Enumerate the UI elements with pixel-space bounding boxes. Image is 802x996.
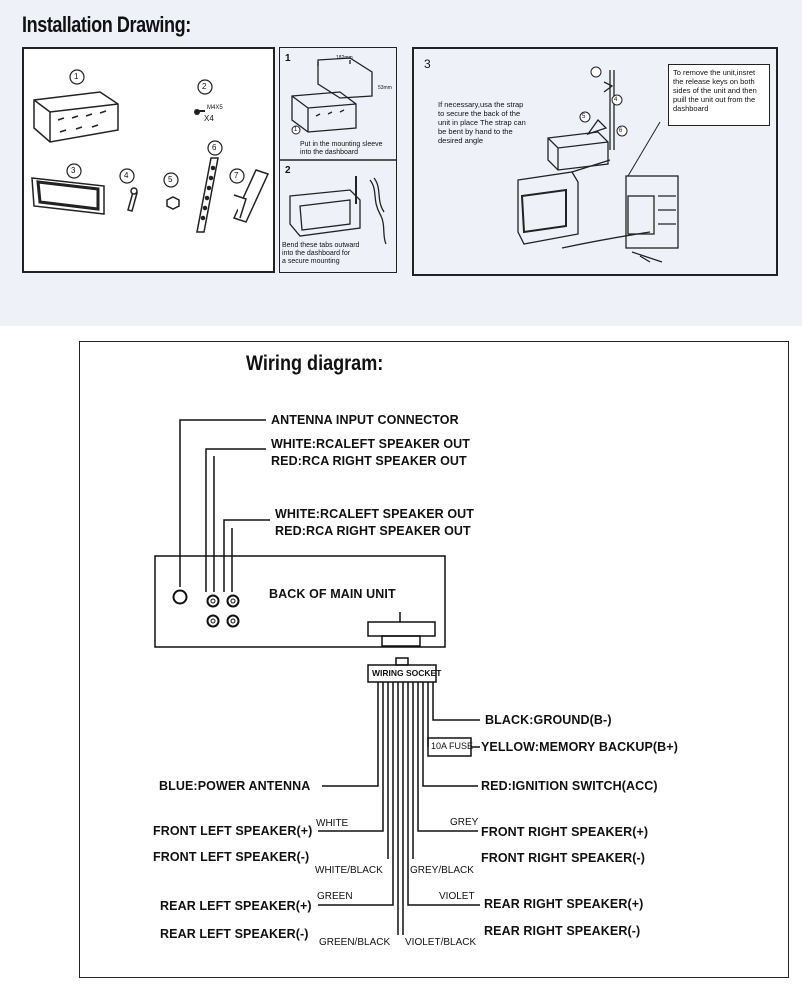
front-right-pos-label: FRONT RIGHT SPEAKER(+) (481, 825, 649, 839)
trim-frame-illustration (31, 177, 105, 215)
nut-illustration (166, 196, 180, 210)
front-left-neg-label: FRONT LEFT SPEAKER(-) (153, 850, 310, 864)
screw-size-label: M4X5 (207, 105, 223, 111)
panel3-callout-6: 6 (619, 128, 623, 134)
callout-3: 3 (71, 166, 76, 175)
blue-wire (322, 682, 379, 787)
rear-left-pos-label: REAR LEFT SPEAKER(+) (160, 899, 312, 913)
wire-grey-label: GREY (450, 817, 479, 828)
mounting-sleeve-illustration (33, 91, 119, 143)
wire-violet-label: VIOLET (439, 891, 475, 902)
strap-illustration (196, 157, 219, 233)
step-2-caption-line1: Bend these tabs outward (282, 242, 360, 249)
back-of-unit-label: BACK OF MAIN UNIT (269, 587, 396, 601)
callout-7: 7 (234, 171, 239, 180)
wire-green-black-label: GREEN/BLACK (319, 937, 391, 948)
front-left-pos-label: FRONT LEFT SPEAKER(+) (153, 824, 313, 838)
wire-white-label: WHITE (316, 818, 349, 829)
antenna-label: ANTENNA INPUT CONNECTOR (271, 413, 459, 427)
panel3-callout-5: 5 (582, 114, 586, 120)
callout-2: 2 (202, 82, 207, 91)
release-key-detail (625, 175, 679, 263)
fuse-box (427, 737, 472, 757)
strap-note-line3: unit in place The strap can (438, 118, 526, 127)
wiring-socket-label: WIRING SOCKET (372, 668, 442, 678)
antenna-jack (172, 589, 188, 605)
installation-title: Installation Drawing: (22, 12, 191, 37)
strap-note-line1: If necessary,usa the strap (438, 100, 524, 109)
step-1-caption-line1: Put in the mounting sleeve (300, 141, 383, 148)
rear-right-pos-label: REAR RIGHT SPEAKER(+) (484, 897, 644, 911)
remove-note-line1: To remove the unit,insret (673, 68, 756, 77)
step-2-caption-line2: into the dashboard for (282, 250, 351, 257)
dimension-width: 182mm (336, 55, 353, 61)
blue-antenna-label: BLUE:POWER ANTENNA (159, 779, 311, 793)
grey-wire (417, 682, 478, 832)
release-keys-illustration (232, 169, 270, 223)
strap-mounting-illustration (517, 70, 651, 249)
rca1-red-label: RED:RCA RIGHT SPEAKER OUT (271, 454, 467, 468)
remove-note-line5: dashboard (673, 104, 709, 113)
callout-6: 6 (212, 143, 217, 152)
white-wire (318, 682, 384, 832)
main-unit-box (154, 555, 446, 648)
callout-4: 4 (124, 171, 129, 180)
remove-note-line4: puill the unit out from the (673, 95, 756, 104)
dimension-height: 53mm (378, 85, 392, 91)
bend-tabs-illustration (289, 176, 387, 245)
step-2-caption-line3: a secure mounting (282, 258, 340, 265)
callout-1: 1 (74, 72, 79, 81)
strap-note-line2: to secure the back of the (438, 109, 521, 118)
rear-left-neg-label: REAR LEFT SPEAKER(-) (160, 927, 309, 941)
violet-wire (407, 682, 480, 906)
rca2-wire (223, 519, 270, 592)
rca2-red-label: RED:RCA RIGHT SPEAKER OUT (275, 524, 471, 538)
wire-white-black-label: WHITE/BLACK (315, 865, 383, 876)
front-right-neg-label: FRONT RIGHT SPEAKER(-) (481, 851, 645, 865)
rca2-white-label: WHITE:RCALEFT SPEAKER OUT (275, 507, 475, 521)
rca1-wire (205, 448, 266, 592)
step-1-callout: 1 (294, 127, 298, 133)
step-1-caption-line2: into the dashboard (300, 149, 358, 156)
fuse-label: 10A FUSE (431, 741, 474, 751)
step-1-number: 1 (285, 53, 291, 64)
screw-qty-label: X4 (204, 114, 214, 123)
remove-note-box (668, 64, 770, 126)
callout-5: 5 (168, 175, 173, 184)
wire-green-label: GREEN (317, 891, 353, 902)
red-ignition-label: RED:IGNITION SWITCH(ACC) (481, 779, 658, 793)
step-2-number: 2 (285, 165, 291, 176)
remove-note-line2: the release keys on both (673, 77, 755, 86)
black-wire (432, 682, 480, 721)
wiring-diagram-title: Wiring diagram: (246, 352, 384, 375)
strap-and-removal-panel (412, 47, 778, 276)
rear-right-neg-label: REAR RIGHT SPEAKER(-) (484, 924, 641, 938)
black-ground-label: BLACK:GROUND(B-) (485, 713, 612, 727)
rca1-white-label: WHITE:RCALEFT SPEAKER OUT (271, 437, 471, 451)
wire-violet-black-label: VIOLET/BLACK (405, 937, 477, 948)
strap-note-line4: be bent by hand to the (438, 127, 513, 136)
installation-illustrations (31, 57, 679, 263)
step-3-number: 3 (424, 57, 431, 71)
panel3-callout-4: 4 (614, 97, 618, 103)
parts-panel (22, 47, 275, 273)
bolt-illustration (127, 187, 138, 212)
wiring-diagram-frame (79, 341, 789, 978)
wire-grey-black-label: GREY/BLACK (410, 865, 474, 876)
red-wire (422, 682, 478, 787)
yellow-backup-label: YELLOW:MEMORY BACKUP(B+) (481, 740, 678, 754)
remove-note-line3: sides of the unit and then (673, 86, 757, 95)
strap-note-line5: desired angle (438, 136, 484, 145)
green-wire (318, 682, 394, 906)
screw-illustration (194, 109, 205, 115)
sleeve-dashboard-illustration (291, 57, 373, 133)
antenna-wire (179, 419, 266, 587)
